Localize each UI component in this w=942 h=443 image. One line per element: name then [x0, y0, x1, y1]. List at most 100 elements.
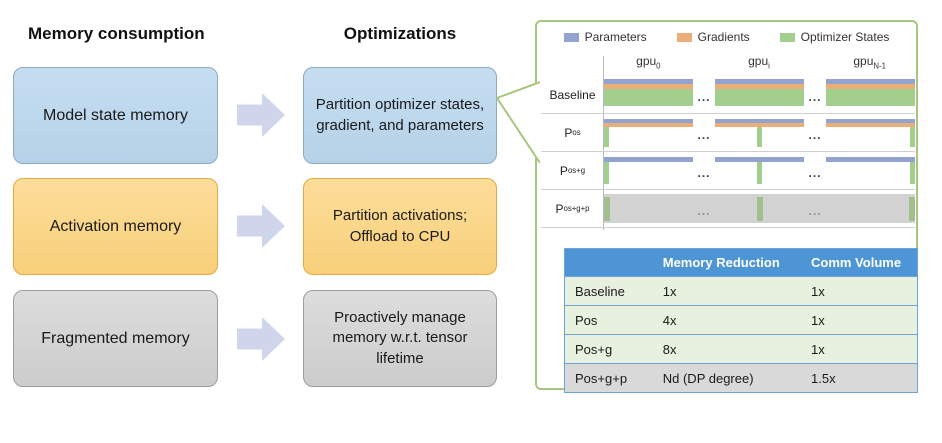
parameters-strip [715, 157, 804, 162]
ellipsis: ... [808, 203, 822, 218]
row-label-subscript: os+g [567, 166, 586, 175]
model-states-shard [604, 197, 610, 221]
partition-model-states-label: Partition optimizer states, gradient, an… [315, 96, 485, 134]
gradients-strip [826, 123, 915, 127]
optimizer-states-block [826, 89, 915, 106]
parameters-strip [826, 157, 915, 162]
memory-bar-stack [826, 157, 915, 162]
diagram-row: Baseline...... [541, 76, 915, 114]
activation-memory-label: Activation memory [49, 217, 182, 235]
table-row: Baseline 1x 1x [564, 276, 918, 306]
model-state-memory-label: Model state memory [43, 106, 188, 124]
ellipsis: ... [697, 203, 711, 218]
gpu-column-gap [803, 54, 825, 70]
gradients-swatch-icon [676, 32, 692, 42]
gradients-strip [715, 123, 804, 127]
activation-memory-box: Activation memory [13, 178, 218, 275]
row-label-base: P [564, 125, 573, 140]
row-label-subscript: os+g+p [563, 204, 590, 213]
parameters-strip [826, 79, 915, 84]
optimizer-states-swatch-icon [779, 32, 795, 42]
gpu-bar [826, 76, 915, 113]
gpu-bars-track: ...... [604, 152, 915, 189]
partition-activations-label: Partition activations; Offload to CPU [332, 207, 468, 245]
legend-item: Optimizer States [779, 30, 890, 44]
legend: Parameters Gradients Optimizer States [537, 30, 916, 44]
optimizations-header: Optimizations [343, 24, 457, 43]
optimizer-states-shard [604, 127, 609, 147]
fragmented-memory-box: Fragmented memory [13, 290, 218, 387]
parameters-strip [826, 119, 915, 123]
memory-bar-stack [604, 157, 693, 162]
optimizer-states-shard [910, 162, 915, 184]
gradients-strip [604, 123, 693, 127]
table-header-cell [564, 248, 653, 277]
optimizer-states-shard [910, 127, 915, 147]
parameters-strip [604, 119, 693, 123]
legend-label: Gradients [697, 30, 750, 44]
right-arrow-icon [237, 204, 285, 248]
gpu-bars-track: ...... [604, 190, 915, 227]
gpu-bar [604, 76, 693, 113]
parameters-strip [715, 119, 804, 123]
memory-reduction-cell: 4x [652, 305, 801, 335]
ellipsis: ... [808, 89, 822, 104]
right-arrow-icon [237, 93, 285, 137]
parameters-strip [715, 79, 804, 84]
row-name-cell: Pos+g [564, 334, 653, 364]
parameters-swatch-icon [563, 32, 579, 42]
ellipsis: ... [697, 89, 711, 104]
model-state-memory-box: Model state memory [13, 67, 218, 164]
memory-bar-stack [715, 79, 804, 106]
memory-consumption-header: Memory consumption [28, 24, 205, 43]
table-row: Pos 4x 1x [564, 305, 918, 335]
gpu-bar [604, 114, 693, 151]
model-states-shard [909, 197, 915, 221]
table-row: Pos+g+p Nd (DP degree) 1.5x [564, 363, 918, 393]
gpu-bar [715, 114, 804, 151]
memory-bar-stack [826, 119, 915, 127]
gpu-column-label: gpui [715, 54, 804, 70]
memory-bar-stack [715, 119, 804, 127]
fragmented-memory-label: Fragmented memory [41, 329, 190, 347]
ellipsis: ... [808, 127, 822, 142]
legend-item: Gradients [676, 30, 750, 44]
gpu-label-base: gpu [636, 54, 657, 68]
manage-memory-label: Proactively manage memory w.r.t. tensor … [332, 309, 468, 367]
ellipsis: ... [697, 165, 711, 180]
manage-memory-box: Proactively manage memory w.r.t. tensor … [303, 290, 497, 387]
comm-volume-cell: 1x [801, 334, 918, 364]
gpu-bars-track: ...... [604, 76, 915, 113]
optimizer-states-shard [757, 162, 762, 184]
parameters-strip [604, 157, 693, 162]
ellipsis: ... [808, 165, 822, 180]
gpu-label-subscript: i [768, 61, 770, 71]
gradients-strip [715, 84, 804, 89]
gpu-label-base: gpu [748, 54, 769, 68]
row-label-base: P [559, 163, 568, 178]
legend-label: Optimizer States [800, 30, 890, 44]
row-label-subscript: os [572, 128, 581, 137]
gpu-column-headers: gpu0 gpui gpuN-1 [604, 54, 914, 70]
row-label-base: Baseline [549, 87, 596, 102]
comm-volume-cell: 1x [801, 305, 918, 335]
gpu-bar [715, 76, 804, 113]
gpu-label-base: gpu [853, 54, 874, 68]
gpu-column-gap [693, 54, 715, 70]
model-states-shard [756, 197, 763, 221]
row-label-base: P [555, 201, 564, 216]
comm-volume-cell: 1.5x [801, 363, 918, 393]
gpu-bars-track: ...... [604, 114, 915, 151]
gradients-strip [826, 84, 915, 89]
gpu-bar [826, 114, 915, 151]
memory-reduction-cell: 1x [652, 276, 801, 306]
gpu-column-label: gpu0 [604, 54, 693, 70]
table-header-cell: Memory Reduction [652, 248, 801, 277]
row-name-cell: Pos [564, 305, 653, 335]
ellipsis: ... [697, 127, 711, 142]
